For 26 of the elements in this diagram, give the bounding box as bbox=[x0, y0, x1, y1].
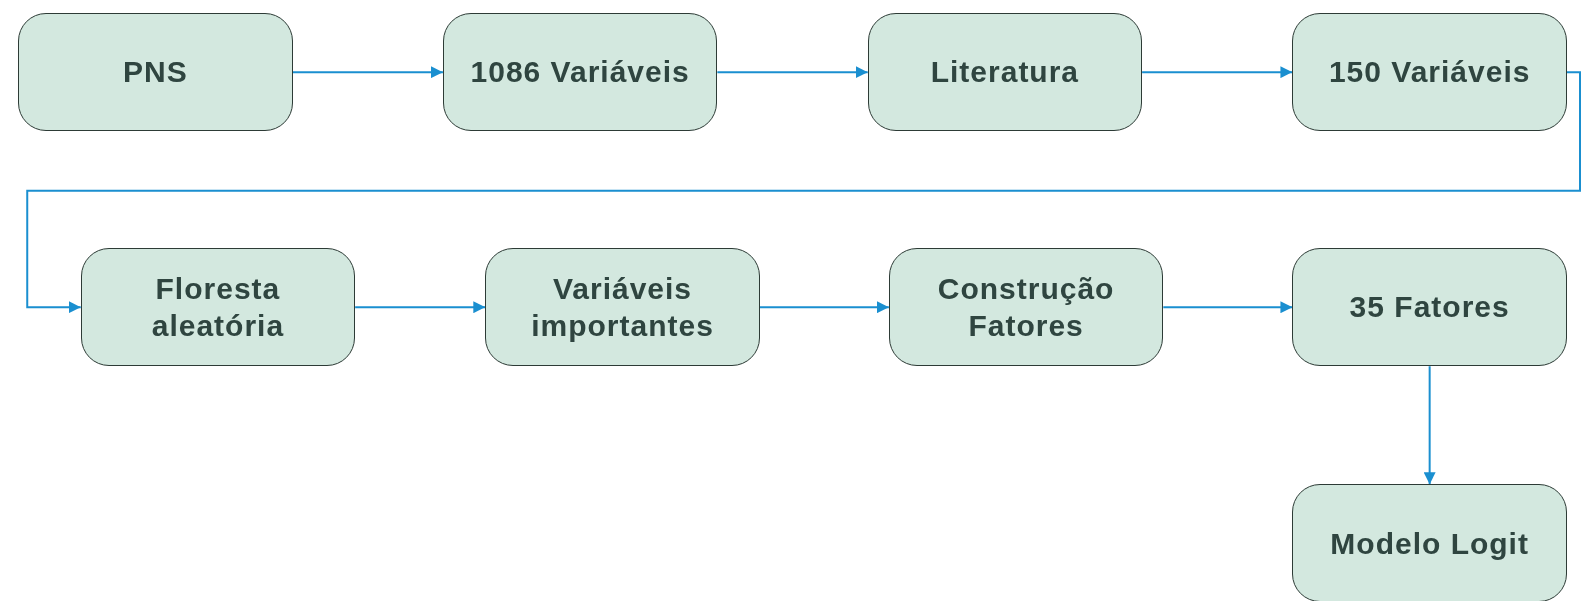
box-label: 35 Fatores bbox=[1349, 289, 1510, 326]
process-box bbox=[485, 248, 760, 367]
process-box bbox=[1292, 248, 1567, 367]
box-label: Floresta aleatória bbox=[150, 270, 286, 345]
arrow bbox=[716, 66, 869, 79]
arrow bbox=[26, 71, 1581, 314]
process-box bbox=[867, 13, 1143, 132]
box-label: Modelo Logit bbox=[1330, 525, 1529, 562]
process-box bbox=[442, 13, 718, 132]
box-label: 1086 Variáveis bbox=[470, 54, 690, 91]
process-box bbox=[888, 248, 1164, 367]
arrow bbox=[291, 66, 444, 79]
box-label: 150 Variáveis bbox=[1328, 54, 1531, 91]
process-box bbox=[18, 13, 293, 132]
box-label: Construção Fatores bbox=[936, 270, 1116, 345]
box-label: PNS bbox=[123, 54, 188, 91]
process-box bbox=[1292, 13, 1567, 132]
arrow bbox=[1162, 301, 1294, 314]
box-label: Literatura bbox=[930, 54, 1080, 91]
arrow bbox=[1141, 66, 1294, 79]
arrow bbox=[1423, 365, 1436, 486]
box-label: Variáveis importantes bbox=[530, 270, 715, 345]
process-box bbox=[1292, 484, 1567, 601]
arrow bbox=[758, 301, 890, 314]
process-box bbox=[80, 248, 356, 367]
arrow bbox=[354, 301, 487, 314]
